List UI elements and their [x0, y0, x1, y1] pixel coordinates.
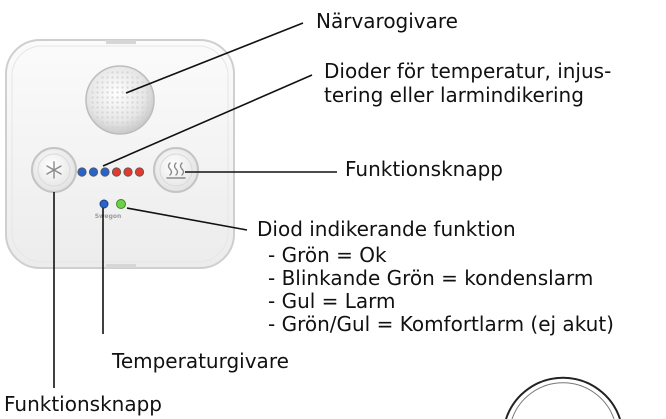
diod-item: - Grön/Gul = Komfortlarm (ej akut) — [268, 312, 614, 336]
label-temperaturgivare: Temperaturgivare — [112, 349, 289, 373]
label-funktionsknapp-right: Funktionsknapp — [345, 157, 503, 181]
led-6 — [134, 167, 145, 177]
leader-narvarogivare — [125, 22, 304, 94]
brand-logo: Swegon — [95, 213, 122, 220]
temperature-sensor — [99, 199, 109, 209]
led-3 — [100, 167, 110, 177]
led-row — [77, 167, 145, 177]
led-1 — [77, 167, 87, 177]
label-narvarogivare: Närvarogivare — [316, 9, 458, 33]
label-dioder-line2: tering eller larmindikering — [324, 83, 584, 107]
label-dioder-line1: Dioder för temperatur, injus- — [324, 59, 612, 83]
status-led — [116, 199, 126, 209]
left-function-button[interactable] — [31, 147, 77, 193]
leader-lines — [53, 22, 337, 388]
snowflake-icon — [46, 161, 62, 179]
diod-function-list: - Grön = Ok - Blinkande Grön = kondensla… — [268, 244, 614, 336]
leader-diod — [126, 207, 248, 231]
device-body — [5, 39, 235, 269]
label-diod-title: Diod indikerande funktion — [257, 217, 516, 241]
led-4 — [111, 167, 122, 177]
diod-item: - Gul = Larm — [268, 289, 396, 313]
right-function-button[interactable] — [153, 147, 199, 193]
presence-sensor — [85, 65, 155, 135]
partial-dial-inner — [511, 382, 615, 419]
led-5 — [123, 167, 133, 177]
diod-item: - Blinkande Grön = kondenslarm — [268, 266, 594, 290]
diod-item: - Grön = Ok — [268, 243, 387, 267]
label-funktionsknapp-bottom: Funktionsknapp — [4, 392, 162, 416]
heat-waves-icon — [166, 162, 186, 179]
leader-dioder — [102, 74, 313, 167]
led-2 — [88, 167, 99, 177]
partial-dial-outline — [505, 376, 621, 419]
